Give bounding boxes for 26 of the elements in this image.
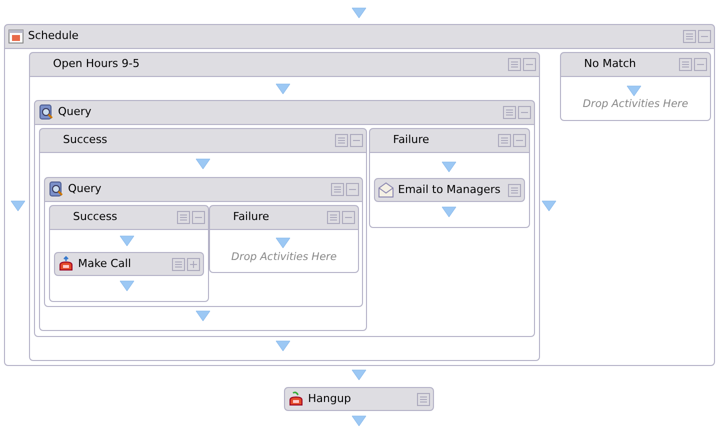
activity-title: Open Hours 9-5 [53, 57, 140, 71]
activity-title: Success [63, 133, 108, 147]
activity-title: Make Call [78, 257, 132, 271]
activity-title: Success [73, 210, 118, 224]
activity-box [284, 387, 434, 411]
drop-hint: Drop Activities Here [582, 98, 690, 110]
activity-title: No Match [584, 57, 636, 71]
activity-title: Email to Managers [398, 183, 501, 197]
activity-container [369, 128, 530, 228]
activity-container [4, 24, 715, 366]
activity-container [29, 52, 540, 361]
activity-box [54, 252, 204, 276]
activity-container [560, 52, 711, 121]
activity-container [34, 100, 535, 337]
activity-container [44, 177, 363, 307]
activity-title: Failure [233, 210, 270, 224]
activity-box [374, 178, 525, 202]
activity-container [209, 205, 359, 273]
activity-title: Hangup [308, 392, 351, 406]
activity-container [49, 205, 209, 302]
activity-title: Schedule [28, 29, 79, 43]
drop-hint: Drop Activities Here [230, 251, 338, 263]
activity-title: Query [68, 182, 102, 196]
activity-title: Failure [393, 133, 430, 147]
activity-title: Query [58, 105, 92, 119]
activity-container [39, 128, 367, 331]
